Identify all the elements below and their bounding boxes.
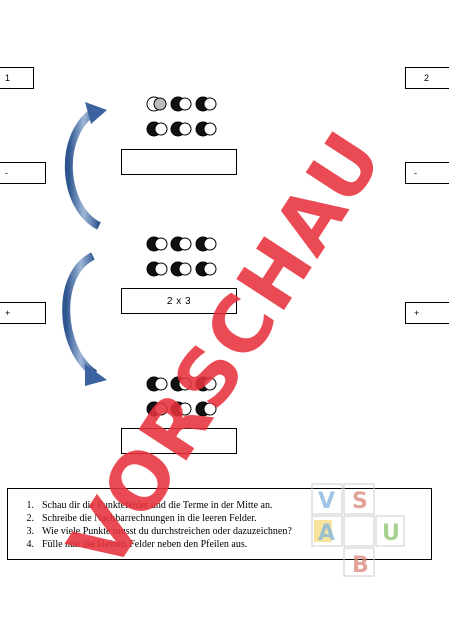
instruction-item: 1. Schau dir die Punktefelder und die Ter… bbox=[8, 499, 292, 512]
logo-letter-v: V bbox=[318, 489, 335, 514]
term-field-middle-text: 2 x 3 bbox=[166, 295, 192, 307]
left-field-plus-label: + bbox=[5, 308, 11, 318]
right-field-minus[interactable]: - bbox=[405, 162, 449, 184]
left-field-1-label: 1 bbox=[5, 73, 11, 83]
logo-letter-u: U bbox=[382, 521, 400, 546]
term-field-middle[interactable]: 2 x 3 bbox=[121, 288, 237, 314]
logo-letter-b: B bbox=[352, 553, 369, 578]
right-field-2[interactable]: 2 bbox=[405, 67, 449, 89]
left-field-minus[interactable]: - bbox=[0, 162, 46, 184]
arrow-down-icon bbox=[62, 252, 107, 386]
left-field-1[interactable]: 1 bbox=[0, 67, 34, 89]
instruction-number: 3. bbox=[26, 526, 35, 537]
right-field-plus[interactable]: + bbox=[405, 302, 449, 324]
left-field-plus[interactable]: + bbox=[0, 302, 46, 324]
instruction-item: 4. Fülle nun die kleinen Felder neben den… bbox=[8, 538, 292, 551]
right-field-plus-label: + bbox=[414, 308, 420, 318]
instructions-box: 1. Schau dir die Punktefelder und die Ter… bbox=[7, 488, 432, 560]
instructions-list: 1. Schau dir die Punktefelder und die Ter… bbox=[8, 499, 292, 551]
right-field-minus-label: - bbox=[414, 168, 417, 178]
dot-field-top bbox=[146, 96, 217, 137]
instruction-number: 2. bbox=[26, 513, 35, 524]
left-field-minus-label: - bbox=[5, 168, 8, 178]
instruction-text: Schreibe die Nachbarrechnungen in die le… bbox=[42, 513, 257, 524]
vsaub-logo: V S A U B bbox=[311, 483, 405, 578]
instruction-number: 1. bbox=[26, 500, 35, 511]
dot-field-middle bbox=[146, 236, 217, 277]
instruction-item: 3. Wie viele Punkte musst du durchstreich… bbox=[8, 525, 292, 538]
instruction-text: Wie viele Punkte musst du durchstreichen… bbox=[42, 526, 292, 537]
dot-field-bottom bbox=[146, 376, 217, 417]
logo-letter-s: S bbox=[352, 489, 368, 514]
arrow-up-icon bbox=[64, 102, 107, 230]
instruction-text: Schau dir die Punktefelder und die Terme… bbox=[42, 500, 273, 511]
instruction-number: 4. bbox=[26, 539, 35, 550]
term-field-top[interactable] bbox=[121, 149, 237, 175]
term-field-bottom[interactable] bbox=[121, 428, 237, 454]
instruction-item: 2. Schreibe die Nachbarrechnungen in die … bbox=[8, 512, 292, 525]
logo-letter-a: A bbox=[318, 521, 335, 546]
instruction-text: Fülle nun die kleinen Felder neben den P… bbox=[42, 539, 248, 550]
right-field-2-label: 2 bbox=[424, 73, 430, 83]
